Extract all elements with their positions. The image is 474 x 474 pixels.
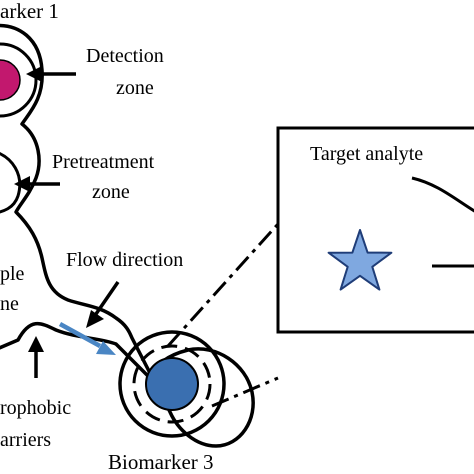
pretreatment-callout-arrow [14,176,60,192]
sample-zone-label-line1: ple [0,263,25,285]
target-analyte-label: Target analyte [310,143,424,165]
detection-dot [0,59,21,101]
hydrophobic-callout-arrow [28,336,44,378]
detection-zone-ring [0,42,38,118]
sample-zone-label-line2: ne [0,293,19,315]
hydrophobic-barriers-label-line2: arriers [0,429,52,451]
inset-box [276,126,474,334]
inset-curve [411,176,474,213]
arrow-right-icon [58,322,116,355]
pretreatment-zone-arc [0,152,22,214]
biomarker3-dot [145,357,199,411]
hydrophobic-barriers-label-line1: rophobic [0,397,72,419]
pretreatment-zone-label-line2: zone [92,181,130,203]
biomarker-3-label: Biomarker 3 [108,450,214,474]
star-icon [327,229,393,291]
flow-callout-arrow [86,281,120,328]
biomarker3-zoom-ring [132,344,212,424]
zoom-line-upper [166,222,280,348]
detection-zone-label-line2: zone [116,77,154,99]
detection-callout-arrow [26,66,76,82]
pretreatment-zone-label-line1: Pretreatment [52,151,155,173]
flow-direction-label: Flow direction [66,249,184,271]
zoom-line-lower [211,376,279,408]
detection-zone-label-line1: Detection [86,45,164,67]
biomarker-1-label: arker 1 [0,0,59,23]
biomarker3-outer-ring [118,330,226,438]
